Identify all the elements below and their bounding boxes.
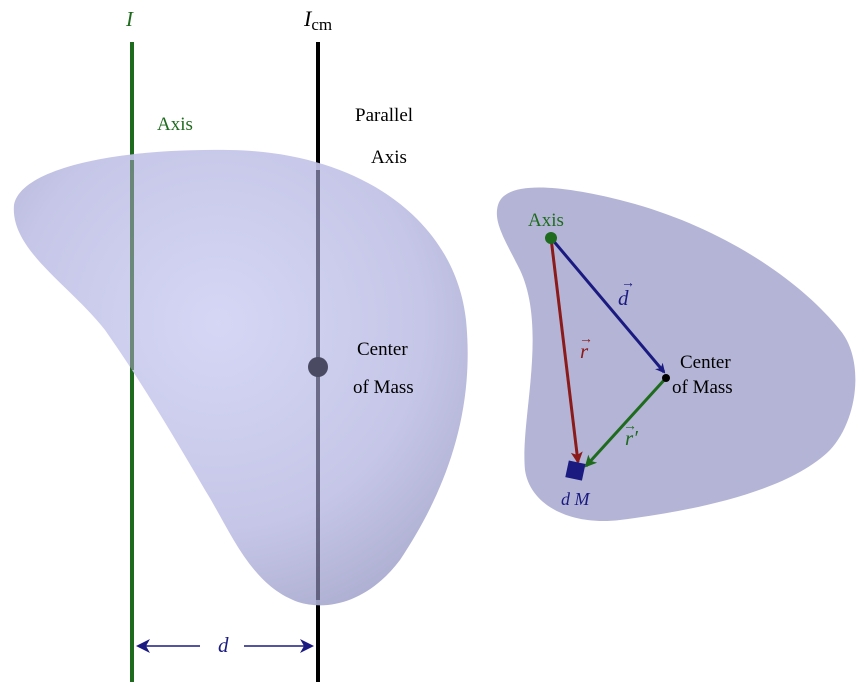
vector-r-label: r → [579,332,593,363]
right-center-label-line1: Center [680,352,731,373]
distance-d-symbol: d [218,633,229,657]
svg-text:r: r [580,339,589,363]
svg-text:d: d [618,286,629,310]
vector-r-arrow [549,237,583,464]
svg-text:→: → [623,419,637,434]
axis-icm-symbol: Icm [303,6,332,34]
center-of-mass-label-line1: Center [357,339,408,360]
parallel-axis-label-line1: Parallel [355,105,413,126]
parallel-axis-label-line2: Axis [371,147,407,168]
right-axis-label: Axis [528,210,564,231]
right-center-label-line2: of Mass [672,377,733,398]
svg-text:r′: r′ [625,426,638,450]
rigid-body-shape [13,149,468,606]
center-of-mass-label-line2: of Mass [353,377,414,398]
axis-i-symbol: I [125,7,134,31]
dm-label: d M [561,489,591,509]
vector-rprime-label: r′ → [623,419,638,450]
axis-point [545,232,557,244]
right-panel: Axis d → r → r′ → Center of Mass d M [496,187,856,522]
svg-text:→: → [579,332,593,347]
cross-section-shape [496,187,856,522]
mass-element-square [565,460,586,481]
vector-d-label: d → [618,276,635,310]
left-panel: I Icm Axis Parallel Axis Center of Mass … [13,6,468,682]
center-of-mass-dot [308,357,328,377]
svg-text:→: → [621,276,635,291]
vector-d-arrow [549,237,666,374]
axis-label-green: Axis [157,114,193,135]
vector-rprime-arrow [584,376,668,468]
center-of-mass-point [662,374,670,382]
